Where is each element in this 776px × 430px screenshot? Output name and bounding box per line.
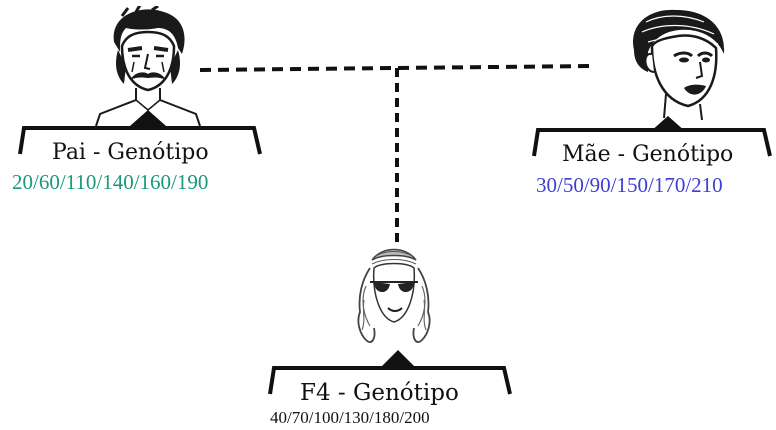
mae-label: Mãe - Genótipo	[562, 142, 734, 167]
woman-sunglasses-portrait-icon	[357, 248, 431, 366]
mae-genotype: 30/50/90/150/170/210	[536, 173, 723, 197]
pai-genotype: 20/60/110/140/160/190	[12, 170, 209, 194]
f4-bracket	[268, 366, 512, 395]
mae-bracket	[532, 128, 772, 157]
bearded-man-portrait-icon	[95, 6, 201, 127]
woman-portrait-icon	[633, 9, 725, 132]
f4-label: F4 - Genótipo	[300, 380, 459, 406]
pai-bracket	[18, 126, 262, 155]
f4-genotype: 40/70/100/130/180/200	[270, 408, 430, 427]
pai-label: Pai - Genótipo	[52, 140, 209, 165]
parents-dashed-line	[199, 64, 593, 72]
